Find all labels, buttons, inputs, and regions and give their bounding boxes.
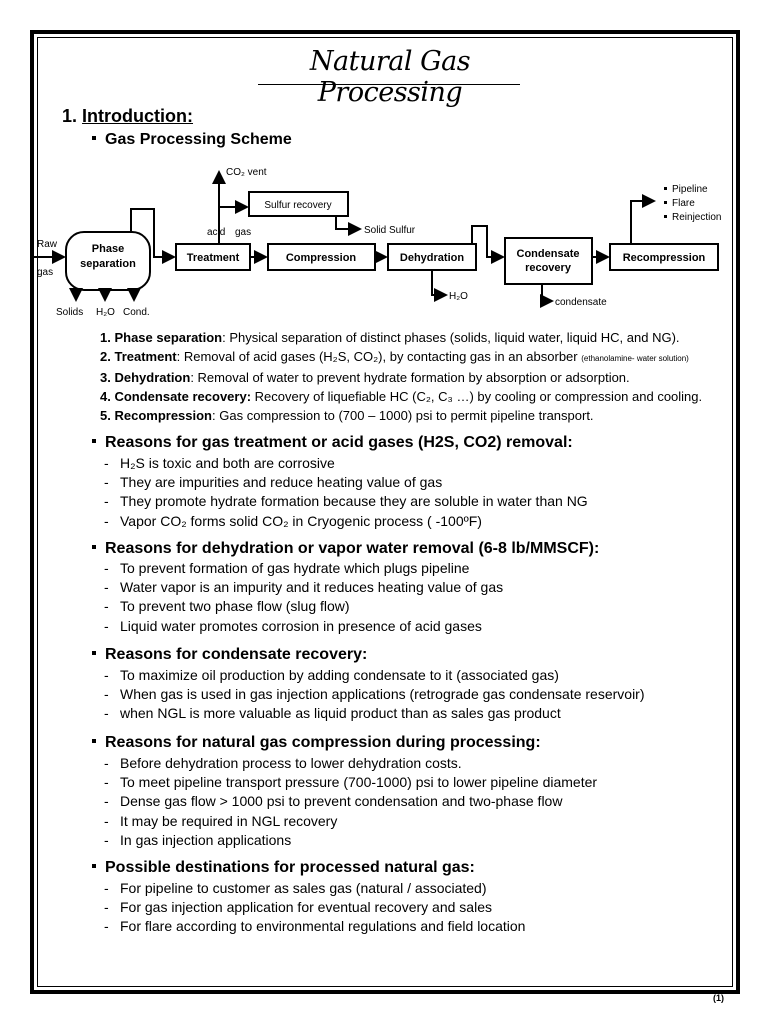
cond-label: Cond. bbox=[123, 307, 150, 318]
section-heading-compression: Reasons for natural gas compression duri… bbox=[92, 734, 541, 752]
destinations-arrow bbox=[630, 194, 656, 244]
list-item: when NGL is more valuable as liquid prod… bbox=[104, 704, 645, 723]
step-item: 3. Dehydration: Removal of water to prev… bbox=[100, 370, 630, 385]
step-item: 5. Recompression: Gas compression to (70… bbox=[100, 408, 594, 423]
list-item: To maximize oil production by adding con… bbox=[104, 666, 645, 685]
sulfur-recovery-box bbox=[248, 191, 349, 217]
process-flow-diagram: CO₂ vent Sulfur recovery Solid Sulfur ac… bbox=[32, 167, 721, 318]
page-border-inner bbox=[37, 37, 733, 987]
list-item: For flare according to environmental reg… bbox=[104, 917, 525, 936]
section-heading-destinations: Possible destinations for processed natu… bbox=[92, 859, 475, 877]
gas-label: gas bbox=[235, 227, 251, 238]
list-item: Before dehydration process to lower dehy… bbox=[104, 754, 597, 773]
solid-sulfur-arrow bbox=[335, 216, 362, 236]
phase-separation-label-2: separation bbox=[80, 258, 136, 270]
solids-label: Solids bbox=[56, 307, 83, 318]
dehydration-h2o-label: H₂O bbox=[449, 291, 468, 302]
vessel-gas-outlet bbox=[130, 208, 176, 264]
dehydration-to-condensate bbox=[471, 225, 505, 264]
list-item: It may be required in NGL recovery bbox=[104, 812, 597, 831]
list-item: Water vapor is an impurity and it reduce… bbox=[104, 578, 503, 597]
condensate-recovery-label-2: recovery bbox=[525, 262, 572, 274]
dehydration-reasons-list: To prevent formation of gas hydrate whic… bbox=[104, 559, 503, 636]
section-label: Introduction: bbox=[82, 106, 194, 126]
acid-label: acid bbox=[207, 227, 225, 238]
list-item: They promote hydrate formation because t… bbox=[104, 492, 588, 511]
condensate-arrow bbox=[540, 284, 554, 308]
condensate-recovery-box bbox=[504, 237, 593, 285]
condensate-label: condensate bbox=[555, 297, 607, 308]
title-underline bbox=[258, 84, 520, 85]
section-heading-treatment: Reasons for gas treatment or acid gases … bbox=[92, 434, 573, 452]
recompression-box bbox=[609, 243, 719, 271]
list-item: H₂S is toxic and both are corrosive bbox=[104, 454, 588, 473]
destination-flare: Flare bbox=[672, 198, 695, 209]
solid-sulfur-label: Solid Sulfur bbox=[364, 225, 416, 236]
treatment-reasons-list: H₂S is toxic and both are corrosive They… bbox=[104, 454, 588, 531]
step-item: 4. Condensate recovery: Recovery of liqu… bbox=[100, 389, 703, 404]
dehydration-water-arrow bbox=[431, 270, 448, 302]
list-item: To meet pipeline transport pressure (700… bbox=[104, 773, 597, 792]
raw-gas-label: gas bbox=[37, 267, 53, 278]
h2o-label: H₂O bbox=[96, 307, 115, 318]
section-heading: 1. Introduction: bbox=[62, 106, 193, 127]
compression-label: Compression bbox=[286, 252, 357, 264]
scheme-heading: Gas Processing Scheme bbox=[92, 131, 292, 149]
condensate-reasons-list: To maximize oil production by adding con… bbox=[104, 666, 645, 724]
destination-reinjection: Reinjection bbox=[672, 212, 721, 223]
page-border-outer bbox=[30, 30, 740, 994]
list-item: When gas is used in gas injection applic… bbox=[104, 685, 645, 704]
co2-vent-label: CO₂ vent bbox=[226, 167, 267, 178]
raw-label: Raw bbox=[37, 239, 58, 250]
list-item: To prevent two phase flow (slug flow) bbox=[104, 597, 503, 616]
list-item: Dense gas flow > 1000 psi to prevent con… bbox=[104, 792, 597, 811]
process-steps-list: 1. Phase separation: Physical separation… bbox=[100, 328, 702, 425]
list-item: In gas injection applications bbox=[104, 831, 597, 850]
list-item: For pipeline to customer as sales gas (n… bbox=[104, 879, 525, 898]
list-item: For gas injection application for eventu… bbox=[104, 898, 525, 917]
phase-separation-label-1: Phase bbox=[92, 243, 124, 255]
list-item: To prevent formation of gas hydrate whic… bbox=[104, 559, 503, 578]
destination-pipeline: Pipeline bbox=[672, 184, 708, 195]
dehydration-label: Dehydration bbox=[400, 252, 464, 264]
condensate-recovery-label-1: Condensate bbox=[517, 248, 580, 260]
treatment-label: Treatment bbox=[187, 252, 240, 264]
list-item: They are impurities and reduce heating v… bbox=[104, 473, 588, 492]
destinations-list: For pipeline to customer as sales gas (n… bbox=[104, 879, 525, 937]
destination-bullets bbox=[664, 187, 667, 218]
recompression-label: Recompression bbox=[623, 252, 706, 264]
step-item: 1. Phase separation: Physical separation… bbox=[100, 330, 680, 345]
section-heading-dehydration: Reasons for dehydration or vapor water r… bbox=[92, 540, 599, 558]
list-item: Liquid water promotes corrosion in prese… bbox=[104, 617, 503, 636]
section-heading-condensate: Reasons for condensate recovery: bbox=[92, 646, 367, 664]
list-item: Vapor CO₂ forms solid CO₂ in Cryogenic p… bbox=[104, 512, 588, 531]
section-number: 1. bbox=[62, 106, 78, 126]
compression-reasons-list: Before dehydration process to lower dehy… bbox=[104, 754, 597, 850]
document-title: Natural Gas Processing bbox=[309, 46, 471, 108]
sulfur-recovery-label: Sulfur recovery bbox=[264, 200, 331, 211]
step-item: 2. Treatment: Removal of acid gases (H₂S… bbox=[100, 349, 689, 364]
page-number: (1) bbox=[713, 993, 724, 1003]
